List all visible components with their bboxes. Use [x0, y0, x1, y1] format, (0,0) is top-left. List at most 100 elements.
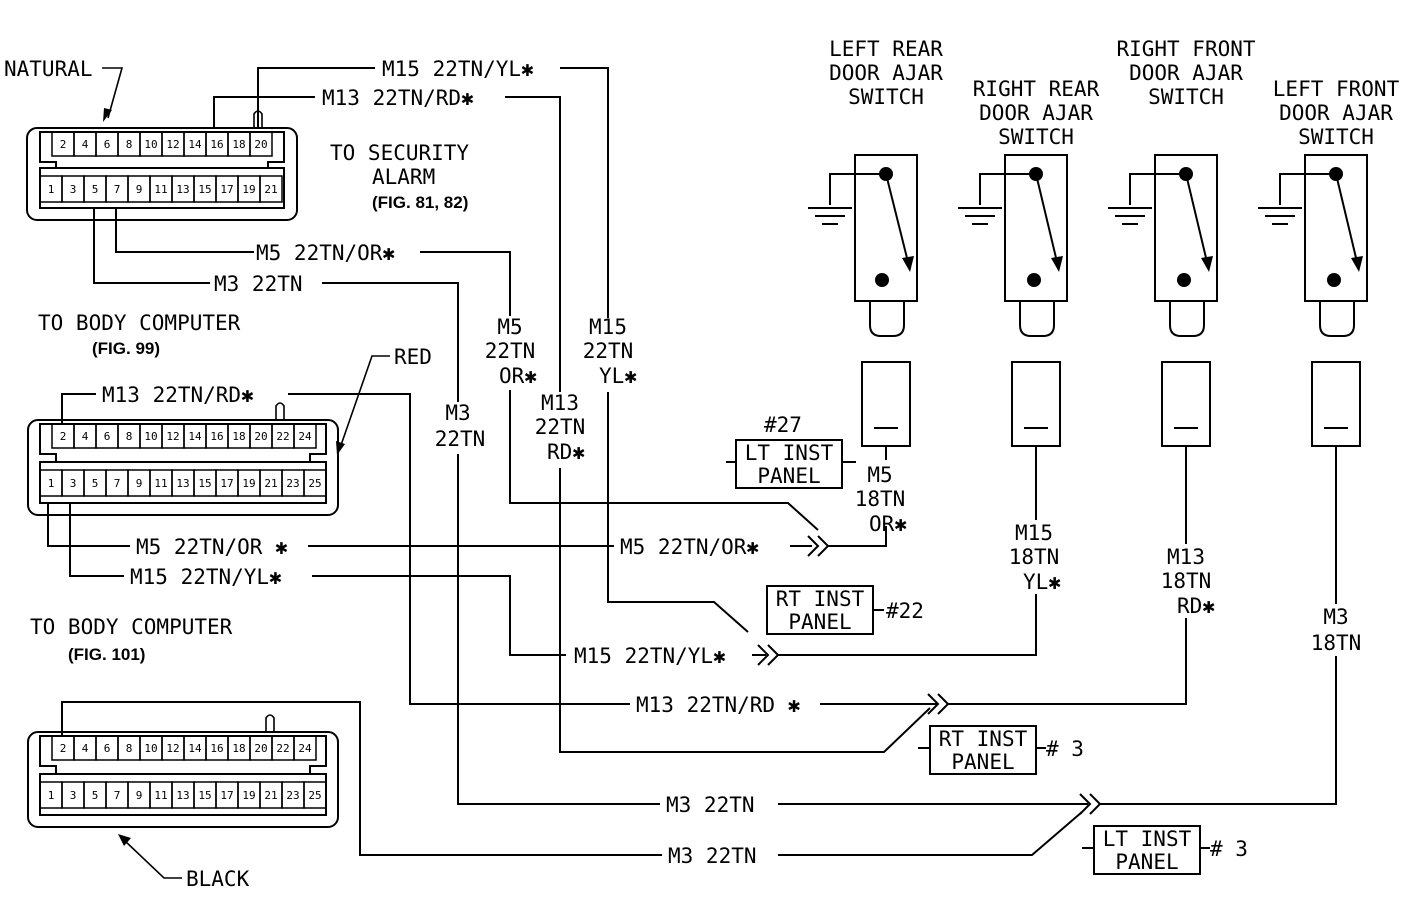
pin-number: 23 [286, 789, 299, 802]
pin-number: 12 [166, 430, 179, 443]
pin-number: 4 [82, 138, 89, 151]
pin-cell [303, 781, 327, 809]
pin-number: 21 [264, 789, 277, 802]
pin-number: 15 [198, 183, 211, 196]
pin-cell [249, 131, 273, 157]
black-leader [123, 839, 182, 879]
connector-latch [253, 110, 263, 128]
red-leader [339, 355, 390, 449]
splice-lt-inst-27: #27 LT INST PANEL [735, 413, 843, 489]
splice-label-1: LT INST [745, 441, 834, 465]
sw-m5-label-3: OR✱ [869, 512, 907, 536]
m3-mid-label: M3 22TN [214, 272, 303, 296]
sw-m3-label-1: M3 [1323, 605, 1348, 629]
switch-rf-title-3: SWITCH [1148, 85, 1224, 109]
sw-m15-label-1: M15 [1015, 521, 1053, 545]
pin-number: 3 [70, 183, 77, 196]
splice-ref: #22 [886, 599, 924, 623]
pin-number: 21 [264, 477, 277, 490]
switch-lr-title-3: SWITCH [848, 85, 924, 109]
splice-label-2: PANEL [788, 610, 851, 634]
connector-latch [275, 402, 285, 420]
m3-run-label-1: M3 22TN [666, 793, 755, 817]
splice-label-2: PANEL [951, 750, 1014, 774]
pin-number: 5 [92, 789, 99, 802]
pin-number: 9 [136, 183, 143, 196]
pin-number: 23 [286, 477, 299, 490]
pin-number: 25 [308, 789, 321, 802]
pin-number: 6 [104, 742, 111, 755]
pin-number: 9 [136, 789, 143, 802]
splice-label-2: PANEL [1115, 850, 1178, 874]
pin-number: 1 [48, 789, 55, 802]
splice-ref: # 3 [1210, 837, 1248, 861]
sw-m5-label-1: M5 [867, 463, 892, 487]
pin-number: 17 [220, 789, 233, 802]
sw-m15-label-3: YL✱ [1023, 570, 1061, 594]
pin-number: 24 [298, 742, 312, 755]
pin-number: 20 [254, 430, 267, 443]
pin-cell [293, 735, 317, 761]
pin-cell [293, 423, 317, 449]
pin-number: 9 [136, 477, 143, 490]
pin-number: 7 [114, 477, 121, 490]
pin-number: 10 [144, 430, 157, 443]
m5-vert-label-3: OR✱ [499, 364, 537, 388]
pin-number: 10 [144, 138, 157, 151]
m13-body-label: M13 22TN/RD✱ [102, 383, 254, 407]
sw-m15-label-2: 18TN [1009, 545, 1060, 569]
m3-run-label-2: M3 22TN [668, 844, 757, 868]
switch-left-front: LEFT FRONT DOOR AJAR SWITCH [1258, 77, 1400, 447]
splice-ref: # 3 [1046, 737, 1084, 761]
pin-number: 4 [82, 430, 89, 443]
pin-cell [303, 469, 327, 497]
pin-number: 18 [232, 430, 245, 443]
pin-number: 19 [242, 477, 255, 490]
pin-number: 22 [276, 430, 289, 443]
connector-latch [265, 714, 275, 732]
splice-lt-inst-3: LT INST PANEL # 3 [1082, 825, 1248, 875]
pin-number: 14 [188, 138, 202, 151]
m15-top-label: M15 22TN/YL✱ [382, 57, 534, 81]
pin-number: 13 [176, 477, 189, 490]
pin-number: 13 [176, 789, 189, 802]
pin-number: 24 [298, 430, 312, 443]
natural-color-label: NATURAL [4, 57, 93, 81]
switch-lf-title-3: SWITCH [1298, 125, 1374, 149]
pin-number: 5 [92, 183, 99, 196]
pin-number: 3 [70, 477, 77, 490]
natural-leader [102, 67, 124, 119]
m5-vert-label-1: M5 [497, 315, 522, 339]
switch-lf-title-1: LEFT FRONT [1273, 77, 1400, 101]
wires [47, 67, 1337, 856]
black-arrow-icon [118, 834, 131, 846]
m5-mid-label: M5 22TN/OR✱ [256, 241, 395, 265]
pin-number: 11 [154, 183, 167, 196]
m13-vert-label-1: M13 [541, 391, 579, 415]
switch-right-rear: RIGHT REAR DOOR AJAR SWITCH [958, 77, 1100, 447]
m15-body-label: M15 22TN/YL✱ [130, 565, 282, 589]
switch-rr-title-1: RIGHT REAR [973, 77, 1100, 101]
pin-number: 20 [254, 138, 267, 151]
pin-number: 10 [144, 742, 157, 755]
switch-rf-title-1: RIGHT FRONT [1116, 37, 1255, 61]
pin-number: 8 [126, 430, 133, 443]
pin-number: 2 [60, 430, 67, 443]
pin-number: 16 [210, 138, 223, 151]
pin-number: 22 [276, 742, 289, 755]
m5-vert-label-2: 22TN [485, 339, 536, 363]
pin-number: 17 [220, 183, 233, 196]
splice-label-1: LT INST [1103, 827, 1192, 851]
pin-number: 8 [126, 742, 133, 755]
splice-rt-inst-22: RT INST PANEL #22 [766, 585, 924, 635]
pin-number: 17 [220, 477, 233, 490]
pin-number: 4 [82, 742, 89, 755]
natural-arrow-icon [103, 108, 112, 122]
pin-number: 7 [114, 183, 121, 196]
